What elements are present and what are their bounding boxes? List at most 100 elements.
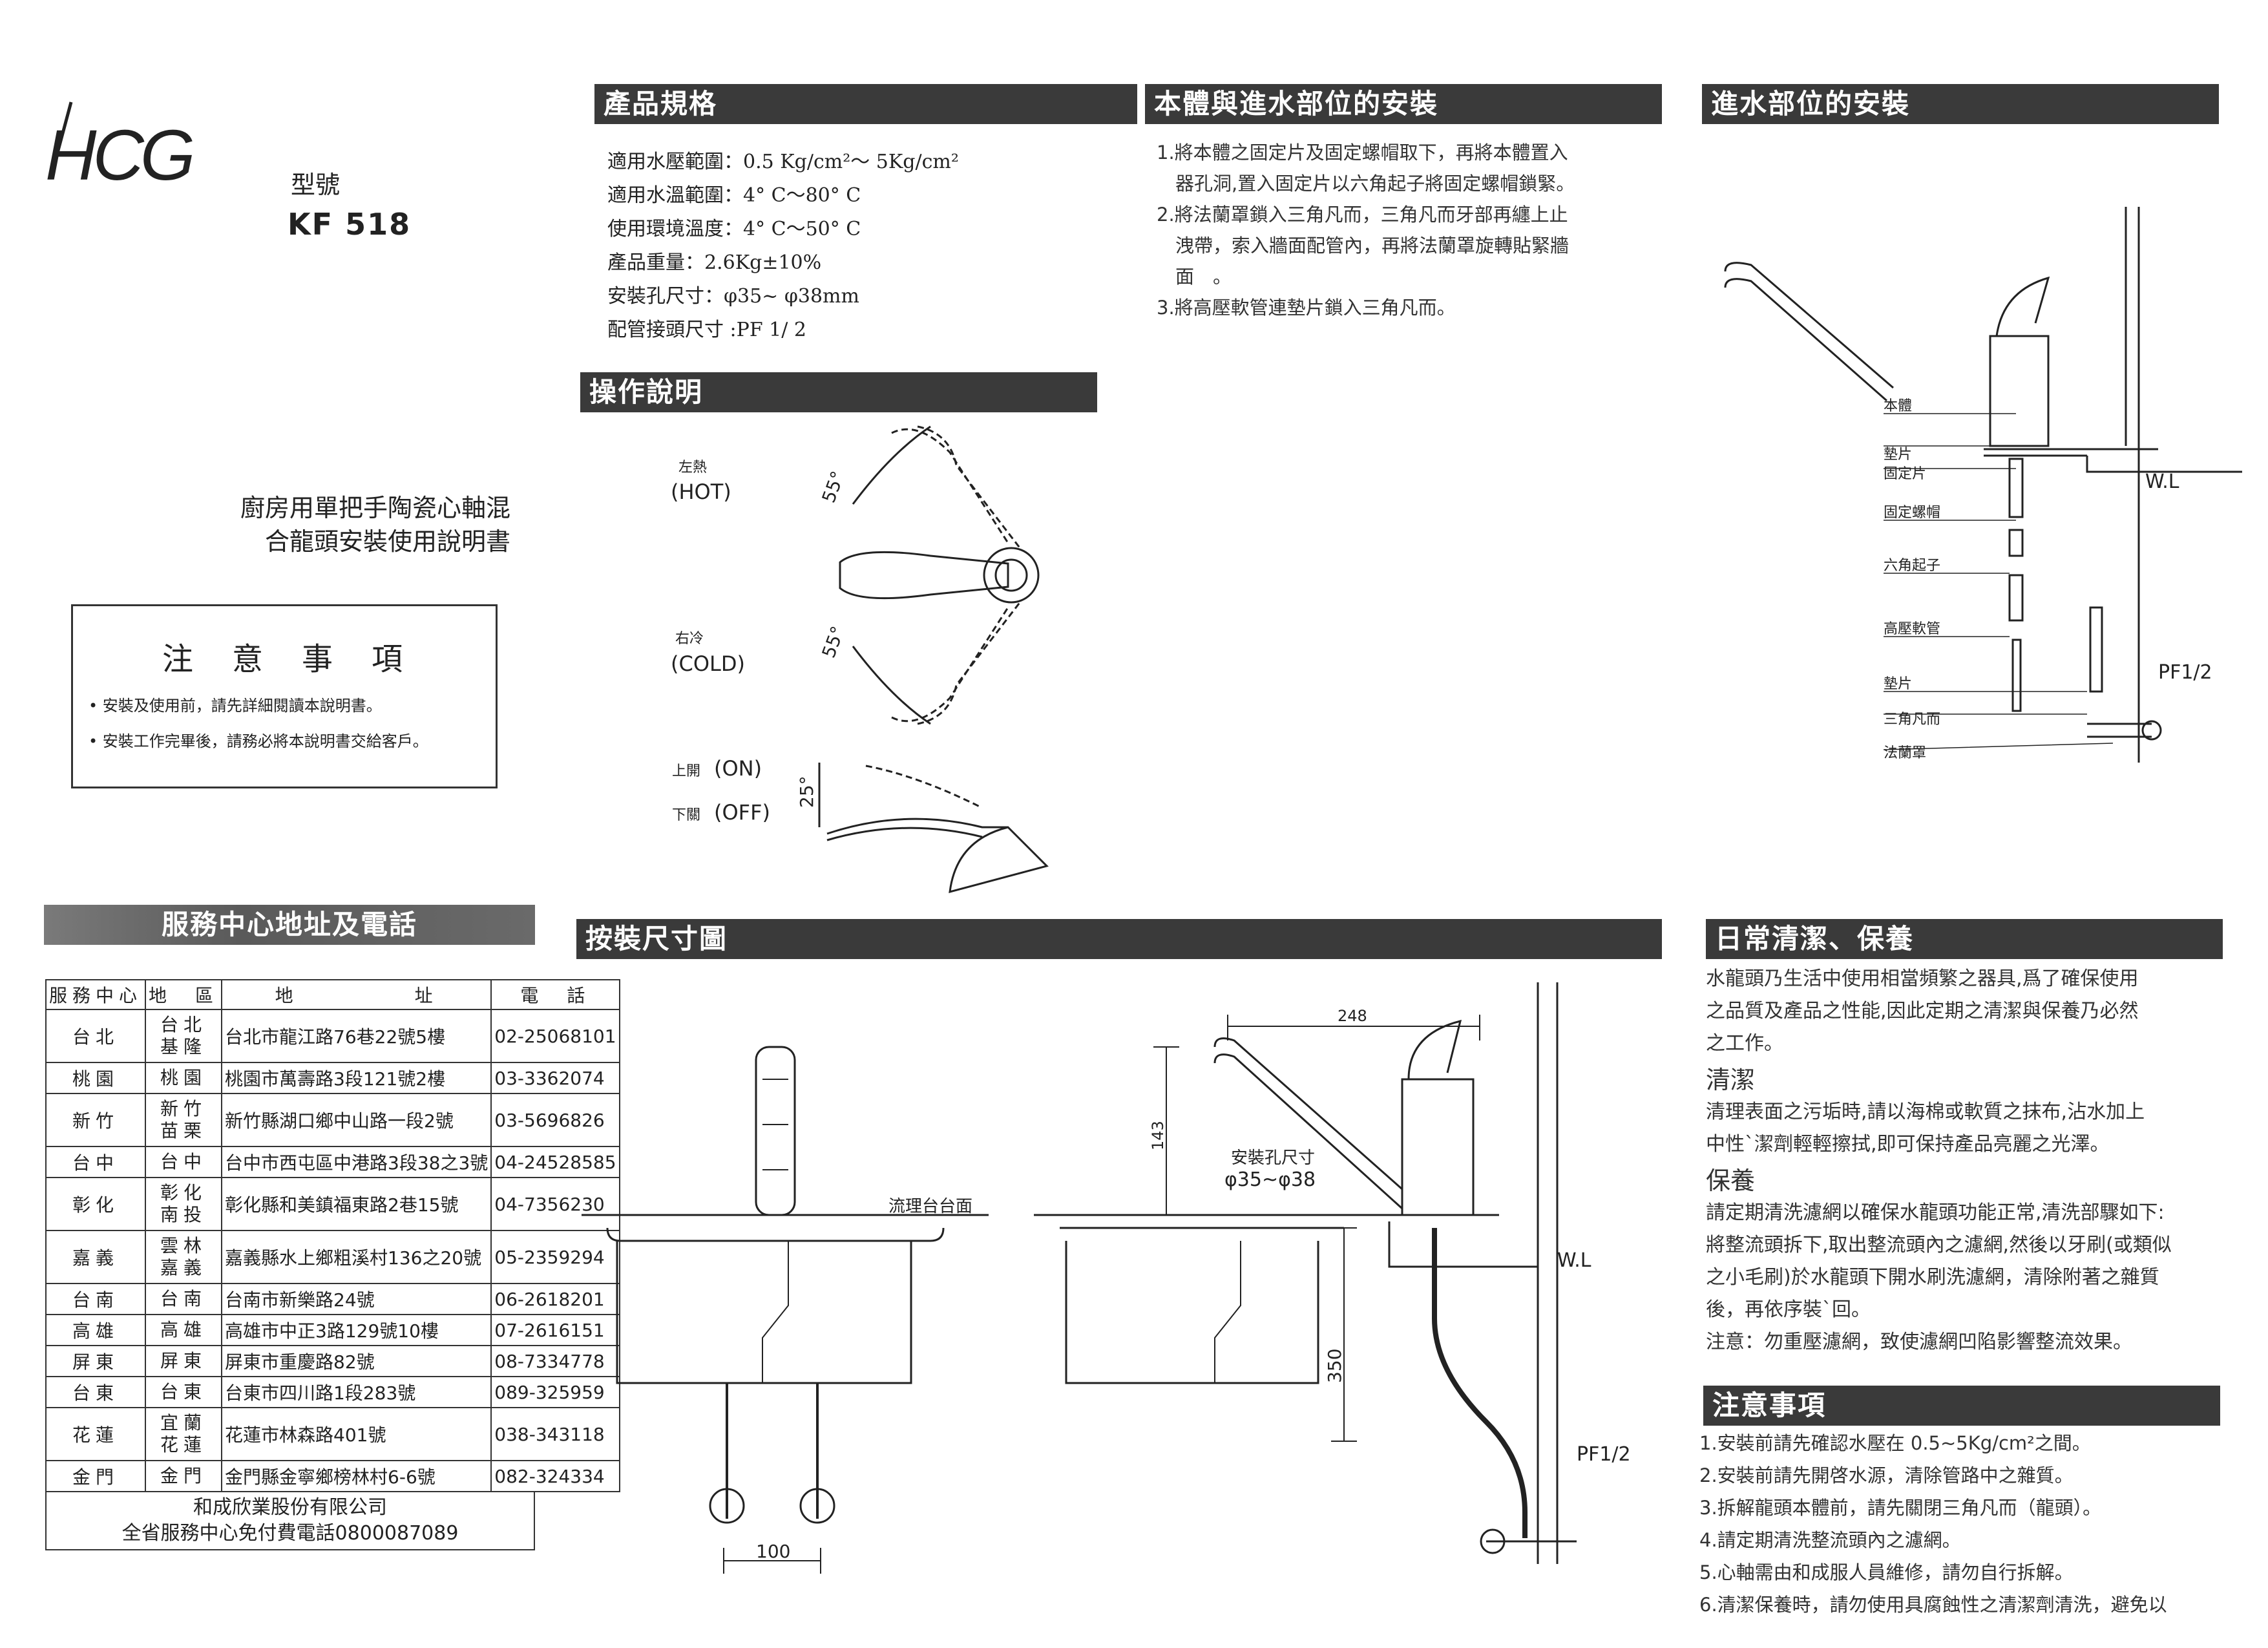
valve-knob bbox=[2141, 720, 2162, 741]
install-step: 3.將高壓軟管連墊片鎖入三角凡而。 bbox=[1157, 297, 1456, 319]
body-install-steps: 1.將本體之固定片及固定螺帽取下，再將本體置入 器孔洞,置入固定片以六角起子將固… bbox=[1157, 137, 1575, 323]
dim-143 bbox=[1153, 1046, 1179, 1216]
note-item: 2.安裝前請先開啓水源，清除管路中之雜質。 bbox=[1699, 1464, 2074, 1486]
hot-arrow bbox=[852, 425, 931, 505]
note-item: 5.心軸需由和成服人員維修，請勿自行拆解。 bbox=[1699, 1561, 2074, 1583]
service-phone-cell: 05-2359294 bbox=[490, 1230, 620, 1284]
care-intro: 水龍頭乃生活中使用相當頻繁之器具,爲了確保使用 bbox=[1706, 967, 2139, 990]
company-name: 和成欣業股份有限公司 bbox=[193, 1496, 387, 1519]
notice-box: 注 意 事 項 • 安裝及使用前，請先詳細閱讀本說明書。 • 安裝工作完畢後，請… bbox=[71, 604, 498, 788]
wl-label: W.L bbox=[2145, 470, 2179, 493]
label-flange: 法蘭罩 bbox=[1884, 745, 1926, 761]
wall-right bbox=[1537, 982, 1559, 1564]
angle-onoff-label: 25° bbox=[796, 776, 817, 808]
spec-row: 產品重量：2.6Kg±10% bbox=[607, 251, 822, 274]
notes-list: 1.安裝前請先確認水壓在 0.5~5Kg/cm²之間。 2.安裝前請先開啓水源，… bbox=[1699, 1427, 2262, 1621]
service-address-cell: 台南市新樂路24號 bbox=[221, 1283, 492, 1315]
maint-text: 後，再依序裝`回。 bbox=[1706, 1298, 1871, 1321]
service-address-cell: 屏東市重慶路82號 bbox=[221, 1345, 492, 1377]
maint-text: 將整流頭拆下,取出整流頭內之濾網,然後以牙刷(或類似 bbox=[1706, 1234, 2172, 1256]
sink-right bbox=[1060, 1227, 1344, 1384]
service-address-cell: 台東市四川路1段283號 bbox=[221, 1376, 492, 1408]
operation-header: 操作說明 bbox=[580, 372, 1097, 412]
service-phone-cell: 082-324334 bbox=[490, 1460, 620, 1492]
label-hose: 高壓軟管 bbox=[1884, 621, 1940, 637]
maint-text: 之小毛刷)於水龍頭下開水刷洗濾網，清除附著之雜質 bbox=[1706, 1266, 2159, 1289]
clean-text: 中性`潔劑輕輕擦拭,即可保持產品亮麗之光澤。 bbox=[1706, 1133, 2110, 1156]
notice-item: • 安裝及使用前，請先詳細閱讀本說明書。 bbox=[89, 697, 382, 715]
label-valve: 三角凡而 bbox=[1884, 712, 1940, 728]
clean-title: 清潔 bbox=[1706, 1066, 1756, 1094]
handle-hub bbox=[983, 547, 1040, 604]
service-phone-cell: 06-2618201 bbox=[490, 1283, 620, 1315]
notice-title: 注 意 事 項 bbox=[162, 641, 406, 677]
note-item: 1.安裝前請先確認水壓在 0.5~5Kg/cm²之間。 bbox=[1699, 1432, 2091, 1454]
note-item: 4.請定期清洗整流頭內之濾網。 bbox=[1699, 1529, 1961, 1551]
faucet-side-spout bbox=[1213, 1037, 1403, 1190]
fixing-nut bbox=[2008, 529, 2024, 557]
label-plate: 固定片 bbox=[1884, 466, 1926, 482]
service-address-cell: 台中市西屯區中港路3段38之3號 bbox=[221, 1146, 492, 1178]
angle-cold-label: 55° bbox=[818, 623, 849, 660]
cold-label: (COLD) bbox=[671, 651, 745, 676]
service-center-cell: 高雄 bbox=[45, 1314, 147, 1346]
hot-cn-label: 左熱 bbox=[678, 460, 707, 476]
col-area: 地 區 bbox=[145, 979, 223, 1010]
on-cn-label: 上開 bbox=[672, 763, 700, 779]
service-address-cell: 花蓮市林森路401號 bbox=[221, 1407, 492, 1461]
faucet-side-body bbox=[1401, 1078, 1475, 1216]
hole-size-label: φ35~φ38 bbox=[1224, 1168, 1316, 1191]
spec-row: 配管接頭尺寸 :PF 1/ 2 bbox=[607, 319, 806, 341]
model-number: KF 518 bbox=[288, 207, 412, 242]
sink-left bbox=[616, 1241, 912, 1384]
service-center-cell: 屏東 bbox=[45, 1345, 147, 1377]
wl-label-dim: W.L bbox=[1557, 1249, 1591, 1272]
care-header: 日常清潔、保養 bbox=[1706, 919, 2223, 959]
service-area-cell: 桃園 bbox=[145, 1062, 223, 1094]
install-step: 1.將本體之固定片及固定螺帽取下，再將本體置入 bbox=[1157, 142, 1568, 164]
service-address-cell: 台北市龍江路76巷22號5樓 bbox=[221, 1009, 492, 1063]
dim-350-label: 350 bbox=[1324, 1349, 1345, 1383]
faucet-front bbox=[755, 1046, 796, 1216]
service-center-cell: 金門 bbox=[45, 1460, 147, 1492]
care-intro: 之工作。 bbox=[1706, 1032, 1783, 1055]
service-address-cell: 彰化縣和美鎮福東路2巷15號 bbox=[221, 1177, 492, 1231]
spout-lower bbox=[1724, 278, 1887, 402]
label-nut: 固定螺帽 bbox=[1884, 505, 1940, 521]
care-intro: 之品質及產品之性能,因此定期之清潔與保養乃必然 bbox=[1706, 1000, 2139, 1022]
service-phone-cell: 02-25068101 bbox=[490, 1009, 620, 1063]
handle-off-lower bbox=[826, 827, 983, 841]
handle-hot-ghost bbox=[891, 428, 1009, 544]
inlet-diagram: 本體 墊片 固定片 固定螺帽 六角起子 高壓軟管 墊片 三角凡而 法蘭罩 W.L… bbox=[1699, 194, 2242, 776]
off-label: (OFF) bbox=[714, 800, 770, 825]
handle-hub-inner bbox=[994, 558, 1028, 592]
service-center-cell: 台中 bbox=[45, 1146, 147, 1178]
spec-row: 適用水壓範圍：0.5 Kg/cm²～ 5Kg/cm² bbox=[607, 151, 959, 173]
label-hex: 六角起子 bbox=[1884, 558, 1940, 574]
body-install-header: 本體與進水部位的安裝 bbox=[1145, 84, 1662, 124]
care-text: 水龍頭乃生活中使用相當頻繁之器具,爲了確保使用 之品質及產品之性能,因此定期之清… bbox=[1706, 963, 2262, 1358]
wall-line bbox=[2125, 207, 2140, 763]
faucet-side-handle bbox=[1407, 1019, 1462, 1080]
dim-100-label: 100 bbox=[756, 1541, 790, 1562]
install-step: 面 。 bbox=[1157, 266, 1232, 288]
service-area-cell: 新竹 苗栗 bbox=[145, 1093, 223, 1147]
handle-base bbox=[949, 826, 1049, 894]
service-phone-cell: 03-3362074 bbox=[490, 1062, 620, 1094]
service-phone-cell: 08-7334778 bbox=[490, 1345, 620, 1377]
counter-drop bbox=[2086, 456, 2242, 473]
service-area-cell: 台東 bbox=[145, 1376, 223, 1408]
hole-label: 安裝孔尺寸 bbox=[1231, 1148, 1315, 1168]
logo-text: HCG bbox=[45, 116, 193, 187]
service-area-cell: 彰化 南投 bbox=[145, 1177, 223, 1231]
service-area-cell: 台南 bbox=[145, 1283, 223, 1315]
